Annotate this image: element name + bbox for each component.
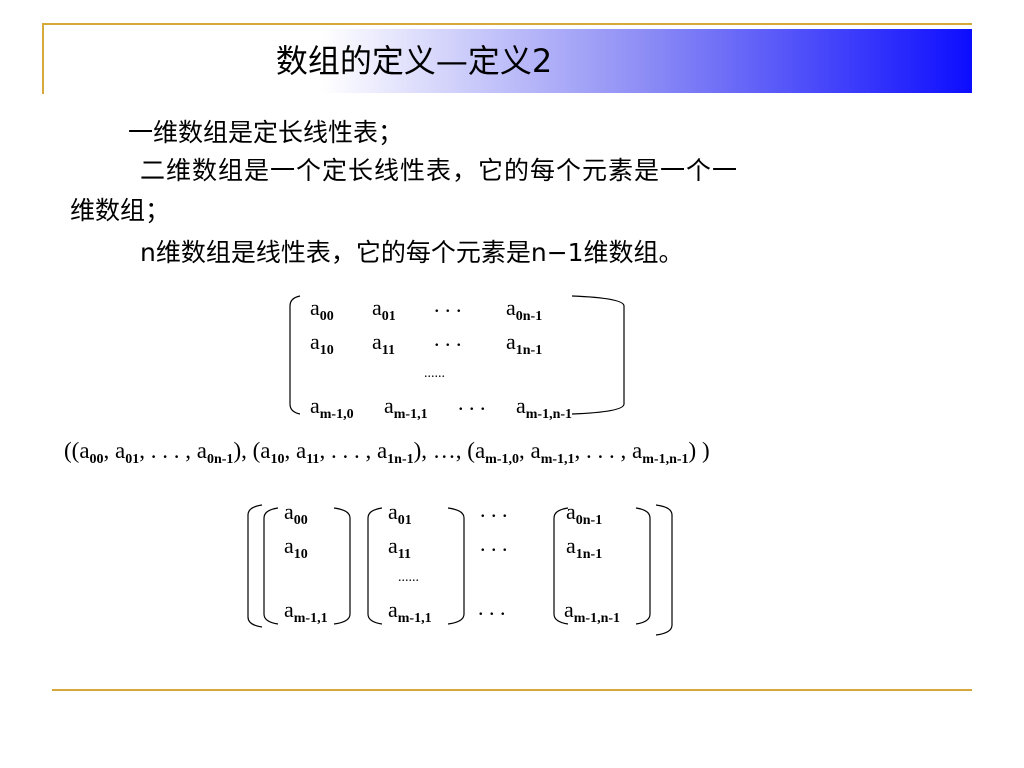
row-major-expression: ((a00, a01, . . . , a0n-1), (a10, a11, .… — [64, 438, 710, 467]
matrix2-col2-r1: a11 — [388, 533, 411, 562]
para-2d-array-line2: 维数组； — [70, 196, 171, 225]
matrix1-r3-c1: am-1,1 — [384, 393, 428, 422]
matrix1-r0-c1: a01 — [372, 295, 396, 324]
matrix2-outer-right-bracket — [655, 504, 673, 636]
matrix1-r3-c0: am-1,0 — [310, 393, 354, 422]
title-bar: 数组的定义—定义2 — [44, 29, 972, 93]
matrix2-col4-r0: a0n-1 — [566, 499, 603, 528]
matrix1-right-bracket — [571, 295, 625, 415]
matrix2-col2-left-bracket — [367, 507, 383, 625]
matrix2-col4-left-bracket — [553, 507, 569, 625]
matrix2-col4-r1: a1n-1 — [566, 533, 603, 562]
matrix1-r1-c1: a11 — [372, 329, 395, 358]
matrix1-r0-c0: a00 — [310, 295, 334, 324]
matrix2-col2-right-bracket — [447, 507, 465, 625]
matrix2-outer-left-bracket — [247, 504, 263, 628]
para-nd-array: n维数组是线性表，它的每个元素是n−1维数组。 — [140, 238, 684, 267]
matrix2-dots-r0: . . . — [480, 497, 508, 522]
matrix2-dots-r1: . . . — [480, 531, 508, 556]
matrix2-col1-r1: a10 — [284, 533, 308, 562]
top-accent-line — [44, 23, 972, 25]
left-accent-line — [42, 23, 44, 94]
matrix2-col1-r0: a00 — [284, 499, 308, 528]
matrix1-r3-c3: am-1,n-1 — [516, 393, 573, 422]
matrix1-r1-c0: a10 — [310, 329, 334, 358]
matrix1-r1-dots: . . . — [434, 326, 462, 351]
matrix2-col1-r3: am-1,1 — [284, 597, 328, 626]
matrix1-r3-dots: . . . — [458, 390, 486, 415]
matrix1-r1-c3: a1n-1 — [506, 329, 543, 358]
matrix2-dots-r3: . . . — [478, 595, 506, 620]
matrix1-r0-dots: . . . — [434, 292, 462, 317]
para-1d-array: 一维数组是定长线性表； — [128, 118, 404, 147]
matrix2-col1-left-bracket — [263, 507, 279, 625]
bottom-accent-line — [52, 689, 972, 691]
matrix2-col2-r0: a01 — [388, 499, 412, 528]
matrix2-col4-right-bracket — [635, 507, 651, 625]
matrix1-left-bracket — [289, 295, 301, 415]
slide-title: 数组的定义—定义2 — [275, 42, 553, 80]
matrix2-col2-r3: am-1,1 — [388, 597, 432, 626]
matrix2-vdots: ...... — [398, 570, 419, 585]
matrix1-r0-c3: a0n-1 — [506, 295, 543, 324]
matrix1-vdots: ...... — [424, 366, 445, 381]
para-2d-array-line1: 二维数组是一个定长线性表，它的每个元素是一个一 — [140, 156, 739, 185]
matrix2-col1-right-bracket — [333, 507, 351, 625]
matrix2-col4-r3: am-1,n-1 — [564, 597, 621, 626]
